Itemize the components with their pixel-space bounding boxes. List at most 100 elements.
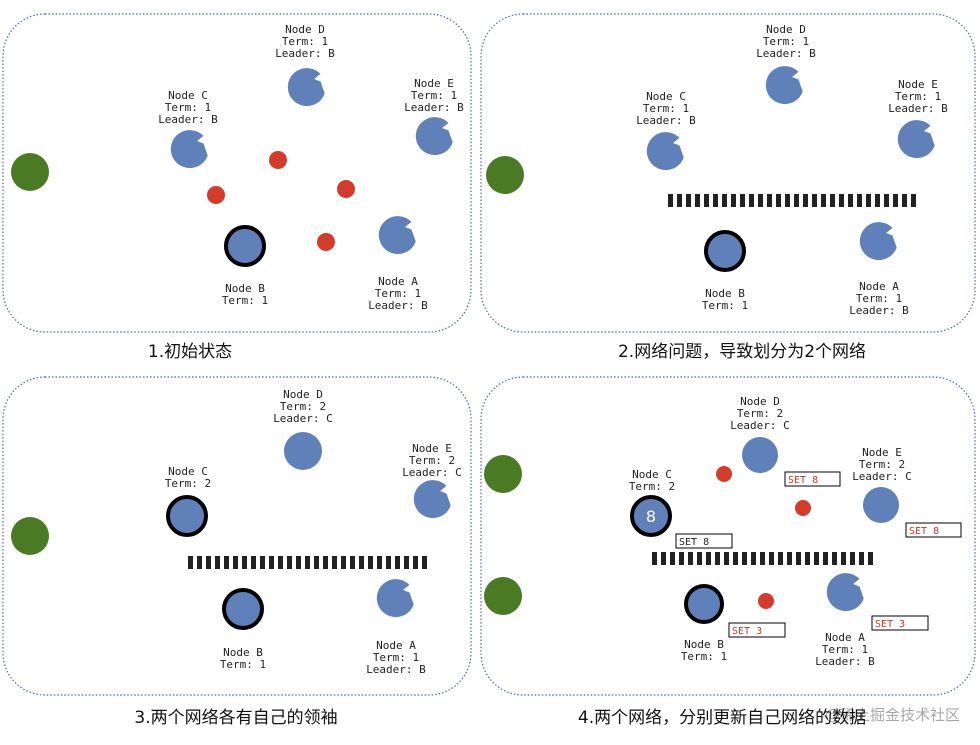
node-a-circle (376, 579, 414, 618)
partition-segment (760, 552, 765, 565)
node-a-circle (859, 222, 897, 261)
panel-4: Node D Term: 2 Leader: C Node C Term: 2 … (480, 376, 976, 728)
partition-segment (686, 194, 691, 207)
node-d-term: Term: 2 (280, 400, 326, 413)
node-c-term: Term: 2 (165, 477, 211, 490)
panel-4-caption: 4.两个网络，分别更新自己网络的数据 (578, 708, 866, 728)
partition-segment (695, 194, 700, 207)
partition-segment (715, 552, 720, 565)
partition-segment (305, 556, 310, 569)
partition-segment (857, 194, 862, 207)
partition-segment (803, 194, 808, 207)
partition-segment (404, 556, 409, 569)
partition-segment (884, 194, 889, 207)
panel-2-border (480, 13, 976, 333)
node-d-leader: Leader: C (730, 419, 790, 432)
partition-segment (188, 556, 193, 569)
set-command-box (784, 471, 841, 487)
partition-segment (740, 194, 745, 207)
node-c-value: 8 (646, 507, 656, 526)
node-e-circle (415, 117, 453, 156)
partition-segment (386, 556, 391, 569)
message-dot (207, 186, 225, 204)
node-b-circle (684, 584, 724, 624)
node-d-term: Term: 1 (763, 35, 809, 48)
node-e-term: Term: 1 (411, 89, 457, 102)
message-dot (716, 466, 732, 482)
partition-segment (260, 556, 265, 569)
node-e-term: Term: 2 (409, 454, 455, 467)
partition-segment (848, 194, 853, 207)
node-a-leader: Leader: B (815, 655, 875, 668)
partition-segment (395, 556, 400, 569)
node-c-leader: Leader: B (158, 113, 218, 126)
node-d-leader: Leader: B (756, 47, 816, 60)
node-c-label: Node C (168, 89, 208, 102)
node-a-term: Term: 1 (375, 287, 421, 300)
panel-1-caption: 1.初始状态 (148, 342, 232, 362)
partition-segment (706, 552, 711, 565)
node-d-leader: Leader: C (273, 412, 333, 425)
client-icon (484, 577, 522, 615)
watermark: @稀土掘金技术社区 (825, 706, 960, 724)
node-e-circle (863, 487, 899, 523)
partition-segment (911, 194, 916, 207)
node-c-term: Term: 1 (165, 101, 211, 114)
partition-segment (314, 556, 319, 569)
node-e-label: Node E (414, 77, 454, 90)
node-a-label: Node A (859, 280, 899, 293)
partition-segment (733, 552, 738, 565)
node-a-leader: Leader: B (366, 663, 426, 676)
client-icon (484, 455, 522, 493)
node-b-term: Term: 1 (220, 658, 266, 671)
node-b-term: Term: 1 (222, 294, 268, 307)
message-dot (758, 593, 774, 609)
partition-segment (413, 556, 418, 569)
panel-3: Node D Term: 2 Leader: C Node C Term: 2 … (2, 376, 472, 728)
partition-segment (350, 556, 355, 569)
partition-segment (787, 552, 792, 565)
node-a-leader: Leader: B (849, 304, 909, 317)
set-command-box (675, 533, 733, 549)
partition-segment (751, 552, 756, 565)
partition-segment (776, 194, 781, 207)
partition-segment (794, 194, 799, 207)
partition-segment (242, 556, 247, 569)
partition-segment (758, 194, 763, 207)
node-c-circle (646, 132, 684, 171)
partition-segment (830, 194, 835, 207)
node-e-label: Node E (862, 446, 902, 459)
set-command-text: SET 3 (875, 619, 905, 630)
network-partition (188, 556, 427, 569)
partition-segment (233, 556, 238, 569)
partition-segment (332, 556, 337, 569)
partition-segment (287, 556, 292, 569)
node-d-label: Node D (285, 23, 325, 36)
client-icon (11, 153, 49, 191)
partition-segment (422, 556, 427, 569)
partition-segment (697, 552, 702, 565)
partition-segment (778, 552, 783, 565)
node-e-circle (897, 120, 935, 159)
node-c-circle (166, 495, 208, 537)
partition-segment (251, 556, 256, 569)
partition-segment (850, 552, 855, 565)
panel-1: Node D Term: 1 Leader: B Node C Term: 1 … (2, 13, 472, 362)
node-a-leader: Leader: B (368, 299, 428, 312)
node-a-term: Term: 1 (856, 292, 902, 305)
partition-segment (679, 552, 684, 565)
node-a-label: Node A (378, 275, 418, 288)
node-d-label: Node D (740, 395, 780, 408)
partition-segment (769, 552, 774, 565)
node-a-term: Term: 1 (373, 651, 419, 664)
node-d-circle (742, 437, 778, 473)
partition-segment (224, 556, 229, 569)
node-e-circle (413, 480, 451, 519)
node-a-circle (826, 573, 864, 612)
node-b-label: Node B (225, 282, 265, 295)
panel-1-border (2, 13, 472, 333)
partition-segment (875, 194, 880, 207)
partition-segment (767, 194, 772, 207)
message-dot (337, 180, 355, 198)
network-partition (668, 194, 916, 207)
